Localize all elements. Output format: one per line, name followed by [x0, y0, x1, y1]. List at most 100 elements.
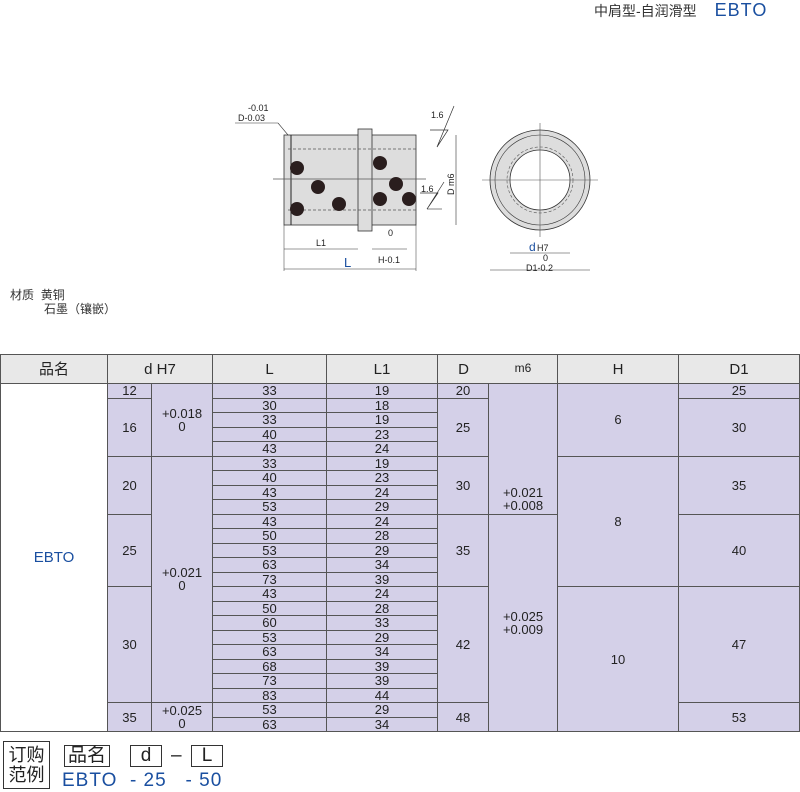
order-example-code: EBTO - 25 - 50	[62, 770, 223, 791]
header-cell: L	[213, 354, 327, 384]
cell-l: 53	[213, 630, 327, 645]
cell-d1: 40	[679, 514, 800, 587]
cell-d: 35	[438, 514, 489, 587]
roughness-1: 1.6	[431, 110, 444, 120]
cell-l: 68	[213, 659, 327, 674]
cell-l1: 19	[327, 384, 438, 399]
cell-l1: 28	[327, 601, 438, 616]
cell-h: 6	[558, 384, 679, 457]
order-label-1: 订购	[8, 745, 45, 765]
cell-l1: 28	[327, 529, 438, 544]
l-box: L	[191, 745, 223, 767]
header-cell: m6	[489, 354, 558, 384]
cell-dtol: +0.025 +0.009	[489, 514, 558, 732]
material-label: 材质	[10, 288, 35, 302]
cell-d1: 53	[679, 703, 800, 732]
series-code: EBTO	[714, 0, 768, 20]
dash: –	[171, 745, 182, 766]
cell-l1: 44	[327, 688, 438, 703]
cell-d1: 25	[679, 384, 800, 399]
dim-d1: D1-0.2	[526, 263, 553, 273]
roughness-2: 1.6	[421, 184, 434, 194]
cell-l: 40	[213, 427, 327, 442]
cell-l1: 24	[327, 587, 438, 602]
cell-dtol: +0.025 0	[152, 703, 213, 732]
cell-d: 30	[108, 587, 152, 703]
cell-l: 43	[213, 485, 327, 500]
cell-d: 25	[108, 514, 152, 587]
cell-l: 53	[213, 543, 327, 558]
cell-l1: 33	[327, 616, 438, 631]
d-box: d	[130, 745, 162, 767]
cell-l1: 39	[327, 659, 438, 674]
cell-l1: 29	[327, 543, 438, 558]
series-name: 中肩型-自润滑型	[594, 3, 697, 19]
cell-l: 33	[213, 384, 327, 399]
tol-d1-zero: 0	[543, 253, 548, 263]
product-name-box: 品名	[64, 745, 110, 767]
order-label-2: 范例	[8, 765, 45, 785]
cell-l: 33	[213, 456, 327, 471]
side-view: -0.01 D-0.03 1.6 1.6 D m6 0 L1 H-0.1 L	[235, 103, 457, 271]
cell-l: 50	[213, 601, 327, 616]
cell-l1: 39	[327, 572, 438, 587]
cell-d: 20	[438, 384, 489, 399]
cell-l: 40	[213, 471, 327, 486]
cell-l1: 23	[327, 471, 438, 486]
material-info: 材质 黄铜 石墨（镶嵌）	[10, 288, 116, 316]
cell-dtol: +0.021 0	[152, 456, 213, 703]
tolerance-upper: -0.01	[248, 103, 269, 113]
dim-h7: H7	[537, 243, 549, 253]
material-graphite: 石墨（镶嵌）	[44, 302, 117, 316]
product-name-cell: EBTO	[0, 384, 108, 732]
cell-l: 43	[213, 587, 327, 602]
header-cell: 品名	[0, 354, 108, 384]
cell-l: 63	[213, 558, 327, 573]
cell-l: 63	[213, 717, 327, 732]
cell-d: 16	[108, 398, 152, 457]
cell-d1: 35	[679, 456, 800, 515]
header-cell: D1	[679, 354, 800, 384]
cell-l: 50	[213, 529, 327, 544]
cell-l: 30	[213, 398, 327, 413]
cell-dtol: +0.021 +0.008	[489, 384, 558, 515]
header-cell: d H7	[108, 354, 213, 384]
cell-l1: 34	[327, 717, 438, 732]
cell-d: 20	[108, 456, 152, 515]
page-title: 中肩型-自润滑型 EBTO	[594, 0, 767, 21]
cell-d: 12	[108, 384, 152, 399]
cell-l1: 39	[327, 674, 438, 689]
cell-d1: 47	[679, 587, 800, 703]
header-cell: L1	[327, 354, 438, 384]
part-drawing: -0.01 D-0.03 1.6 1.6 D m6 0 L1 H-0.1 L d…	[235, 103, 598, 273]
cell-l: 33	[213, 413, 327, 428]
dim-d: d	[529, 240, 536, 254]
cell-l: 63	[213, 645, 327, 660]
cell-l: 53	[213, 500, 327, 515]
cell-h: 8	[558, 456, 679, 587]
cell-l1: 19	[327, 456, 438, 471]
order-example-label: 订购范例	[3, 741, 50, 789]
cell-d1: 30	[679, 398, 800, 457]
cell-d: 30	[438, 456, 489, 515]
dim-h: H-0.1	[378, 255, 400, 265]
cell-d: 48	[438, 703, 489, 732]
cell-l1: 29	[327, 500, 438, 515]
dim-d-m6: D m6	[446, 173, 456, 195]
header-cell: D	[438, 354, 489, 384]
dim-l1: L1	[316, 238, 326, 248]
header-cell: H	[558, 354, 679, 384]
cell-h: 10	[558, 587, 679, 732]
cell-l: 73	[213, 674, 327, 689]
cell-l: 60	[213, 616, 327, 631]
cell-l: 43	[213, 514, 327, 529]
cell-dtol: +0.018 0	[152, 384, 213, 457]
cell-l: 83	[213, 688, 327, 703]
cell-l: 53	[213, 703, 327, 718]
cell-l1: 18	[327, 398, 438, 413]
tol-h-zero: 0	[388, 228, 393, 238]
cell-l1: 19	[327, 413, 438, 428]
cell-l: 43	[213, 442, 327, 457]
cell-l: 73	[213, 572, 327, 587]
